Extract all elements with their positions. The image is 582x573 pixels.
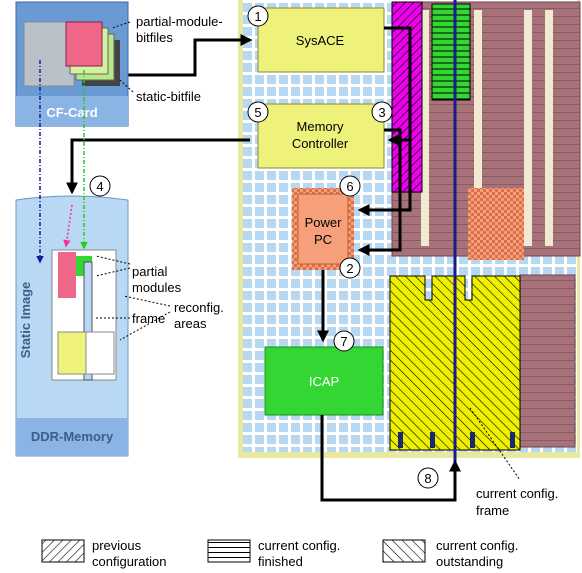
icap-label: ICAP	[309, 374, 339, 389]
legend-outstanding: current config. outstanding	[382, 538, 518, 569]
legend-outstanding-label-1: current config.	[436, 538, 518, 553]
step-6: 6	[339, 175, 361, 197]
memory-controller-label-line1: Memory	[297, 119, 344, 134]
partial-module-bitfiles-label-1: partial-module-	[136, 14, 223, 29]
sysace-block: SysACE	[257, 7, 385, 73]
svg-text:8: 8	[424, 471, 431, 486]
previous-config-region-bottom	[519, 274, 576, 448]
step-4: 4	[89, 175, 111, 197]
svg-text:3: 3	[378, 105, 385, 120]
step-1: 1	[247, 5, 269, 27]
legend-finished-label-1: current config.	[258, 538, 340, 553]
legend-finished-swatch	[207, 539, 251, 563]
legend-previous-label-2: configuration	[92, 554, 166, 569]
step-8: 8	[417, 467, 439, 489]
powerpc-block: Power PC	[292, 188, 354, 270]
current-frame-label-2: frame	[476, 503, 509, 518]
step-3: 3	[371, 101, 393, 123]
cf-to-sysace-connection	[128, 34, 253, 77]
current-config-finished-region	[431, 3, 471, 101]
legend-previous: previous configuration	[41, 538, 166, 569]
step-markers: 1 2 3 4 5 6 7 8	[89, 5, 439, 489]
legend-previous-label-1: previous	[92, 538, 142, 553]
powerpc-label-line1: Power	[305, 215, 343, 230]
step-2: 2	[339, 257, 361, 279]
memctrl-to-ddr-connection	[66, 138, 250, 195]
legend-outstanding-swatch	[382, 539, 426, 563]
fpga-connections	[317, 26, 461, 502]
svg-text:5: 5	[254, 105, 261, 120]
reconfig-areas-label-1: reconfig.	[174, 300, 224, 315]
cf-card-label: CF-Card	[46, 105, 97, 120]
svg-text:2: 2	[346, 261, 353, 276]
svg-text:4: 4	[96, 179, 103, 194]
static-image-label: Static Image	[18, 282, 33, 359]
svg-text:1: 1	[254, 9, 261, 24]
partial-modules-label-2: modules	[132, 280, 182, 295]
legend-finished: current config. finished	[207, 538, 340, 569]
legend-outstanding-label-2: outstanding	[436, 554, 503, 569]
reconfig-areas-label-2: areas	[174, 316, 207, 331]
partial-module-pink	[58, 252, 76, 298]
cf-card: CF-Card	[15, 1, 129, 127]
step-7: 7	[333, 330, 355, 352]
checker-block	[468, 188, 524, 260]
frame-label: frame	[132, 311, 165, 326]
static-bitfile-label: static-bitfile	[136, 89, 201, 104]
svg-text:6: 6	[346, 179, 353, 194]
step-5: 5	[247, 101, 269, 123]
legend-previous-swatch	[41, 539, 85, 563]
partial-module-bitfiles-label-2: bitfiles	[136, 30, 173, 45]
current-frame-label-1: current config.	[476, 486, 558, 501]
partial-modules-label-1: partial	[132, 264, 168, 279]
legend-finished-label-2: finished	[258, 554, 303, 569]
powerpc-label-line2: PC	[314, 232, 332, 247]
magenta-region	[391, 1, 423, 193]
partial-module-bitfile-icon	[65, 21, 103, 67]
legend: previous configuration current config. f…	[41, 538, 518, 569]
ddr-memory: DDR-Memory Static Image	[15, 195, 129, 457]
ddr-memory-label: DDR-Memory	[31, 429, 114, 444]
pink-module-transfer-arrow	[63, 204, 73, 248]
memory-controller-block: Memory Controller	[257, 103, 385, 169]
ddr-label-pointers	[95, 255, 171, 341]
sysace-label: SysACE	[296, 33, 345, 48]
memory-controller-label-line2: Controller	[292, 136, 349, 151]
icap-block: ICAP	[264, 346, 384, 416]
svg-text:7: 7	[340, 334, 347, 349]
